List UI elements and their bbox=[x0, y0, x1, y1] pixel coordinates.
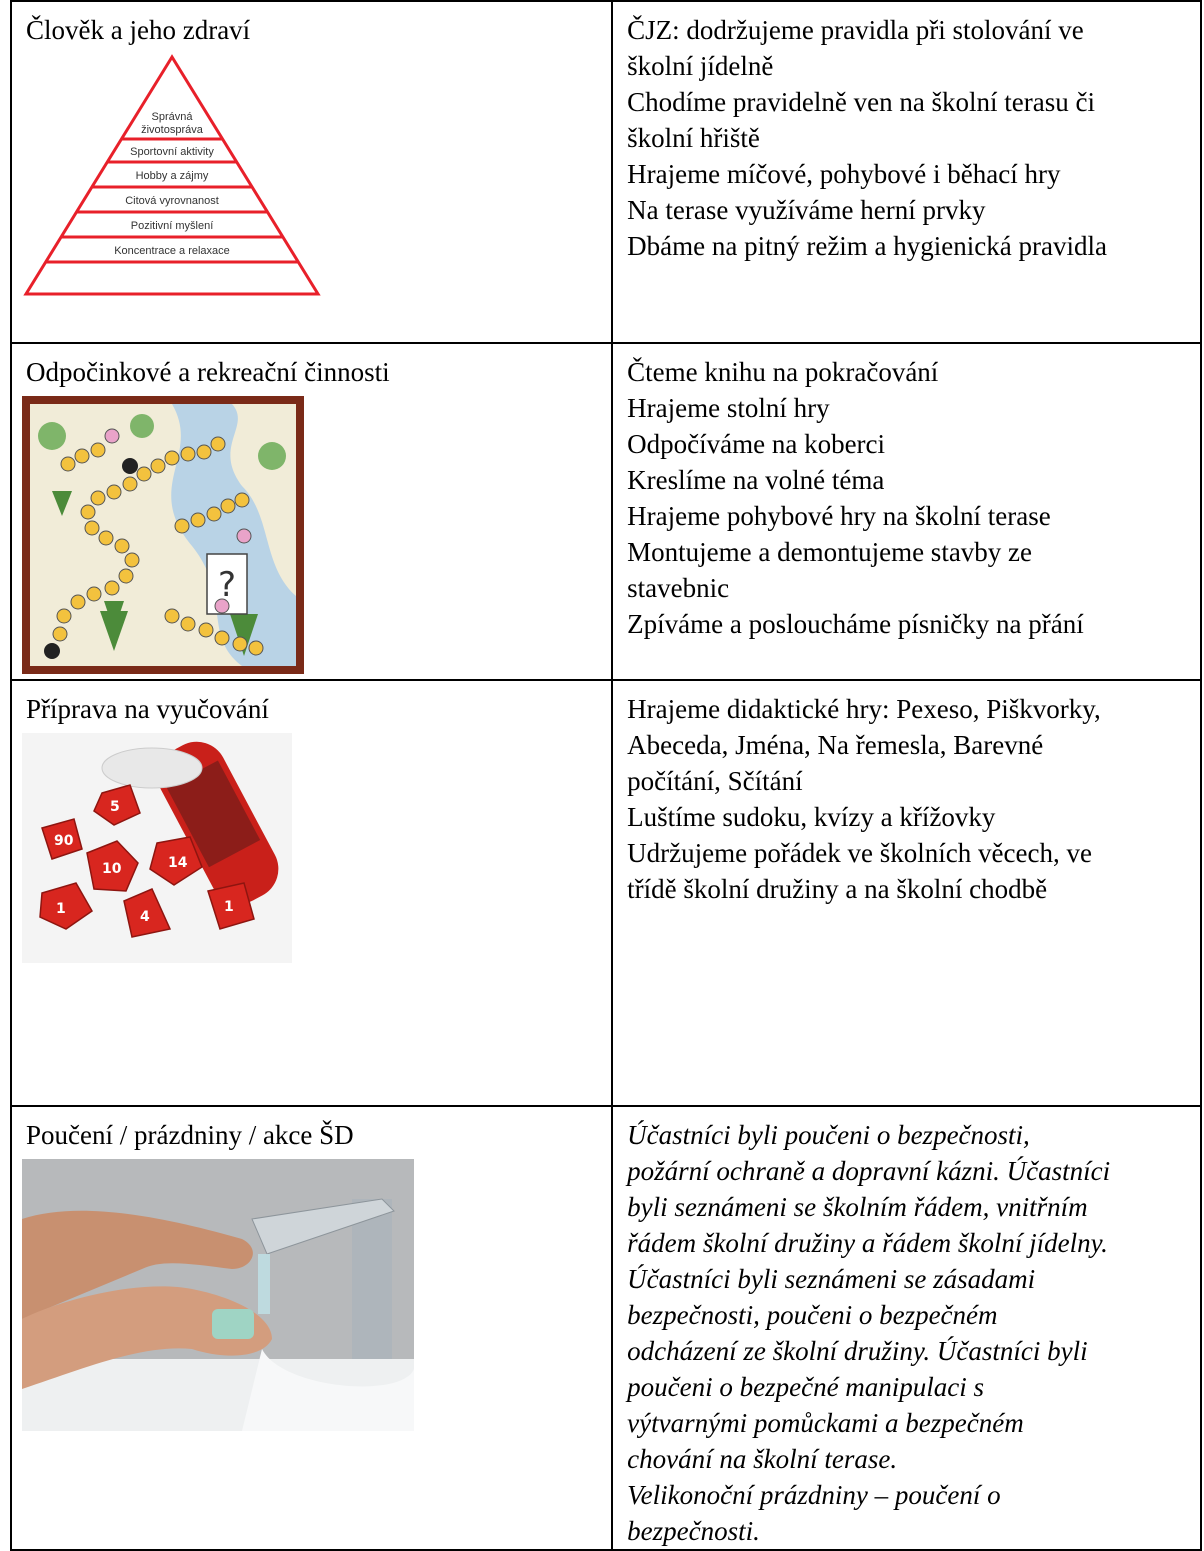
activities-list: ČJZ: dodržujeme pravidla při stolování v… bbox=[613, 2, 1200, 264]
pyramid-level-label: Citová vyrovnanost bbox=[125, 195, 219, 207]
activity-line: školní jídelně bbox=[627, 51, 774, 81]
instruction-line: bezpečnosti. bbox=[627, 1516, 760, 1546]
activities-list: Čteme knihu na pokračování Hrajeme stoln… bbox=[613, 344, 1200, 642]
activity-line: stavebnic bbox=[627, 573, 730, 603]
instruction-line: řádem školní družiny a řádem školní jíde… bbox=[627, 1228, 1108, 1258]
instruction-line: Velikonoční prázdniny – poučení o bbox=[627, 1480, 1001, 1510]
instruction-line: Účastníci byli poučeni o bezpečnosti, bbox=[627, 1120, 1030, 1150]
instructions-text: Účastníci byli poučeni o bezpečnosti, po… bbox=[613, 1107, 1200, 1549]
row-topic-cell: Člověk a jeho zdraví Správná životospráv… bbox=[9, 0, 614, 344]
row-topic-cell: Odpočinkové a rekreační činnosti bbox=[9, 342, 614, 681]
activity-line: Na terase využíváme herní prvky bbox=[627, 195, 986, 225]
svg-text:5: 5 bbox=[110, 799, 120, 815]
svg-text:4: 4 bbox=[140, 909, 150, 925]
row-activities-cell: Čteme knihu na pokračování Hrajeme stoln… bbox=[611, 342, 1202, 681]
row-topic-cell: Příprava na vyučování bbox=[9, 679, 614, 1107]
activity-line: Abeceda, Jména, Na řemesla, Barevné bbox=[627, 730, 1044, 760]
pyramid-level-label: Koncentrace a relaxace bbox=[114, 245, 230, 257]
instruction-line: výtvarnými pomůckami a bezpečném bbox=[627, 1408, 1024, 1438]
activity-line: počítání, Sčítání bbox=[627, 766, 803, 796]
activity-line: Chodíme pravidelně ven na školní terasu … bbox=[627, 87, 1096, 117]
table-row: Člověk a jeho zdraví Správná životospráv… bbox=[9, 0, 1202, 344]
row-topic-cell: Poučení / prázdniny / akce ŠD bbox=[9, 1105, 614, 1551]
svg-text:?: ? bbox=[218, 565, 236, 605]
instruction-line: požární ochraně a dopravní kázni. Účastn… bbox=[627, 1156, 1111, 1186]
activity-line: ČJZ: dodržujeme pravidla při stolování v… bbox=[627, 15, 1084, 45]
instruction-line: odcházení ze školní družiny. Účastníci b… bbox=[627, 1336, 1088, 1366]
activity-line: Luštíme sudoku, kvízy a křížovky bbox=[627, 802, 996, 832]
row-activities-cell: ČJZ: dodržujeme pravidla při stolování v… bbox=[611, 0, 1202, 344]
row-activities-cell: Účastníci byli poučeni o bezpečnosti, po… bbox=[611, 1105, 1202, 1551]
svg-text:1: 1 bbox=[224, 899, 234, 915]
instruction-line: poučeni o bezpečné manipulaci s bbox=[627, 1372, 985, 1402]
svg-text:10: 10 bbox=[102, 861, 122, 877]
activity-line: Hrajeme míčové, pohybové i běhací hry bbox=[627, 159, 1061, 189]
activity-line: Udržujeme pořádek ve školních věcech, ve bbox=[627, 838, 1092, 868]
activity-line: Hrajeme pohybové hry na školní terase bbox=[627, 501, 1051, 531]
activity-line: Dbáme na pitný režim a hygienická pravid… bbox=[627, 231, 1107, 261]
instruction-line: byli seznámeni se školním řádem, vnitřní… bbox=[627, 1192, 1088, 1222]
activity-line: Kreslíme na volné téma bbox=[627, 465, 885, 495]
activity-line: třídě školní družiny a na školní chodbě bbox=[627, 874, 1048, 904]
row-heading: Člověk a jeho zdraví bbox=[26, 15, 251, 45]
activity-line: Zpíváme a posloucháme písničky na přání bbox=[627, 609, 1084, 639]
document-page: Člověk a jeho zdraví Správná životospráv… bbox=[9, 0, 1202, 1551]
svg-text:90: 90 bbox=[54, 833, 74, 849]
table-row: Odpočinkové a rekreační činnosti bbox=[9, 342, 1202, 681]
pyramid-level-label: Sportovní aktivity bbox=[130, 146, 214, 158]
handwashing-image bbox=[22, 1159, 414, 1431]
activities-list: Hrajeme didaktické hry: Pexeso, Piškvork… bbox=[613, 681, 1200, 907]
activity-line: Čteme knihu na pokračování bbox=[627, 357, 939, 387]
svg-text:14: 14 bbox=[168, 855, 188, 871]
pyramid-level-label: Hobby a zájmy bbox=[136, 170, 209, 182]
activities-table: Člověk a jeho zdraví Správná životospráv… bbox=[9, 0, 1202, 1551]
row-heading: Odpočinkové a rekreační činnosti bbox=[26, 357, 390, 387]
instruction-line: Účastníci byli seznámeni se zásadami bbox=[627, 1264, 1036, 1294]
pyramid-level-label: Pozitivní myšlení bbox=[131, 220, 214, 232]
activity-line: Montujeme a demontujeme stavby ze bbox=[627, 537, 1033, 567]
row-heading: Příprava na vyučování bbox=[26, 694, 269, 724]
activity-line: Odpočíváme na koberci bbox=[627, 429, 886, 459]
instruction-line: chování na školní terase. bbox=[627, 1444, 898, 1474]
row-activities-cell: Hrajeme didaktické hry: Pexeso, Piškvork… bbox=[611, 679, 1202, 1107]
health-pyramid-image: Správná životospráva Sportovní aktivity … bbox=[23, 54, 321, 296]
activity-line: Hrajeme didaktické hry: Pexeso, Piškvork… bbox=[627, 694, 1101, 724]
activity-line: Hrajeme stolní hry bbox=[627, 393, 830, 423]
table-row: Příprava na vyučování bbox=[9, 679, 1202, 1107]
board-game-image: ? bbox=[22, 396, 304, 674]
pyramid-level-label: Správná bbox=[152, 111, 194, 123]
instruction-line: bezpečnosti, poučeni o bezpečném bbox=[627, 1300, 998, 1330]
pyramid-level-label: životospráva bbox=[141, 124, 204, 136]
row-heading: Poučení / prázdniny / akce ŠD bbox=[26, 1120, 354, 1150]
activity-line: školní hřiště bbox=[627, 123, 760, 153]
svg-text:1: 1 bbox=[56, 901, 66, 917]
table-row: Poučení / prázdniny / akce ŠD Účastníci … bbox=[9, 1105, 1202, 1551]
